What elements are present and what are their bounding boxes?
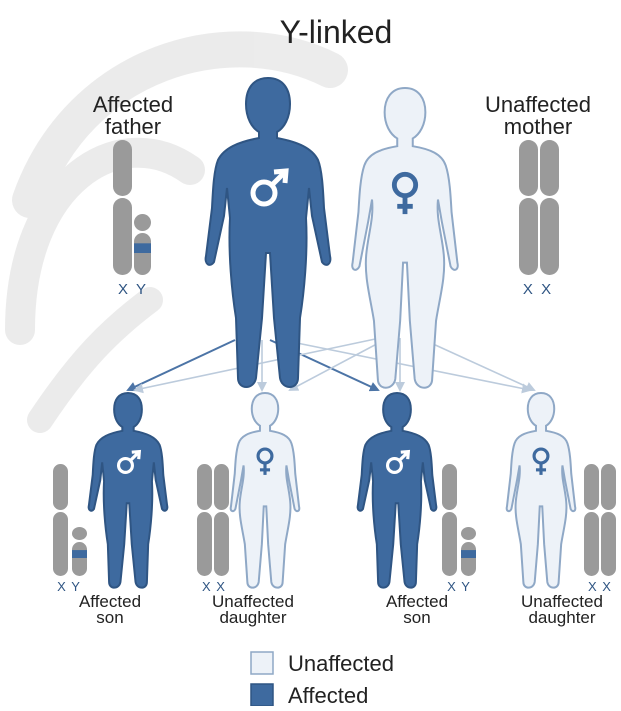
diagram-title: Y-linked xyxy=(280,14,393,50)
inheritance-arrows xyxy=(128,338,534,390)
x-chromosome-lower-arm xyxy=(197,512,212,576)
body-silhouette xyxy=(231,393,300,588)
x-chromosome-upper-arm xyxy=(540,140,559,196)
x-chromosome-upper-arm xyxy=(214,464,229,510)
x-chromosome-upper-arm xyxy=(601,464,616,510)
legend: Unaffected Affected xyxy=(251,651,394,706)
child1-label-line2: son xyxy=(96,608,123,627)
legend-affected-label: Affected xyxy=(288,683,368,706)
legend-unaffected-label: Unaffected xyxy=(288,651,394,676)
y-chromosome-upper-arm xyxy=(72,527,87,540)
body-silhouette xyxy=(358,393,437,588)
child4-chromosome-labels: X X xyxy=(588,579,612,594)
mother-to-daughter1-arrow xyxy=(290,338,388,390)
x-chromosome-lower-arm xyxy=(53,512,68,576)
legend-affected-swatch xyxy=(251,684,273,706)
father-label-line2: father xyxy=(105,114,161,139)
body-silhouette xyxy=(352,88,458,388)
y-linked-gene-marker xyxy=(461,550,476,558)
child-4 xyxy=(507,393,576,588)
body-silhouette xyxy=(89,393,168,588)
y-chromosome-lower-arm xyxy=(72,542,87,576)
child2-label-line2: daughter xyxy=(219,608,286,627)
x-chromosome-upper-arm xyxy=(519,140,538,196)
child3-chromosome-labels: X Y xyxy=(447,579,471,594)
child-2 xyxy=(231,393,300,588)
body-silhouette xyxy=(206,78,331,387)
child-1 xyxy=(89,393,168,588)
mother-chromosome-labels: X X xyxy=(523,281,553,298)
x-chromosome-upper-arm xyxy=(442,464,457,510)
y-chromosome-upper-arm xyxy=(461,527,476,540)
x-chromosome-lower-arm xyxy=(584,512,599,576)
x-chromosome-lower-arm xyxy=(442,512,457,576)
child1-chromosome-labels: X Y xyxy=(57,579,81,594)
child2-chromosome-labels: X X xyxy=(202,579,226,594)
x-chromosome-lower-arm xyxy=(540,198,559,275)
x-chromosome-lower-arm xyxy=(519,198,538,275)
mother-label-line2: mother xyxy=(504,114,572,139)
x-chromosome-upper-arm xyxy=(197,464,212,510)
y-chromosome-lower-arm xyxy=(134,233,151,275)
father-to-daughter2-arrow xyxy=(282,340,530,390)
y-chromosome-lower-arm xyxy=(461,542,476,576)
child3-label-line2: son xyxy=(403,608,430,627)
x-chromosome-lower-arm xyxy=(214,512,229,576)
child4-label-line2: daughter xyxy=(528,608,595,627)
father-to-son1-arrow xyxy=(128,340,235,390)
y-linked-gene-marker xyxy=(134,243,151,253)
x-chromosome-lower-arm xyxy=(113,198,132,275)
legend-unaffected-swatch xyxy=(251,652,273,674)
y-linked-gene-marker xyxy=(72,550,87,558)
father-chromosome-labels: X Y xyxy=(118,281,148,298)
father-figure xyxy=(206,78,331,387)
mother-to-daughter2-arrow xyxy=(420,338,534,390)
mother-figure xyxy=(352,88,458,388)
body-silhouette xyxy=(507,393,576,588)
y-chromosome-upper-arm xyxy=(134,214,151,231)
x-chromosome-upper-arm xyxy=(113,140,132,196)
x-chromosome-upper-arm xyxy=(584,464,599,510)
mother-chromosomes xyxy=(519,140,559,275)
x-chromosome-upper-arm xyxy=(53,464,68,510)
child-3 xyxy=(358,393,437,588)
x-chromosome-lower-arm xyxy=(601,512,616,576)
children-row xyxy=(53,393,616,588)
